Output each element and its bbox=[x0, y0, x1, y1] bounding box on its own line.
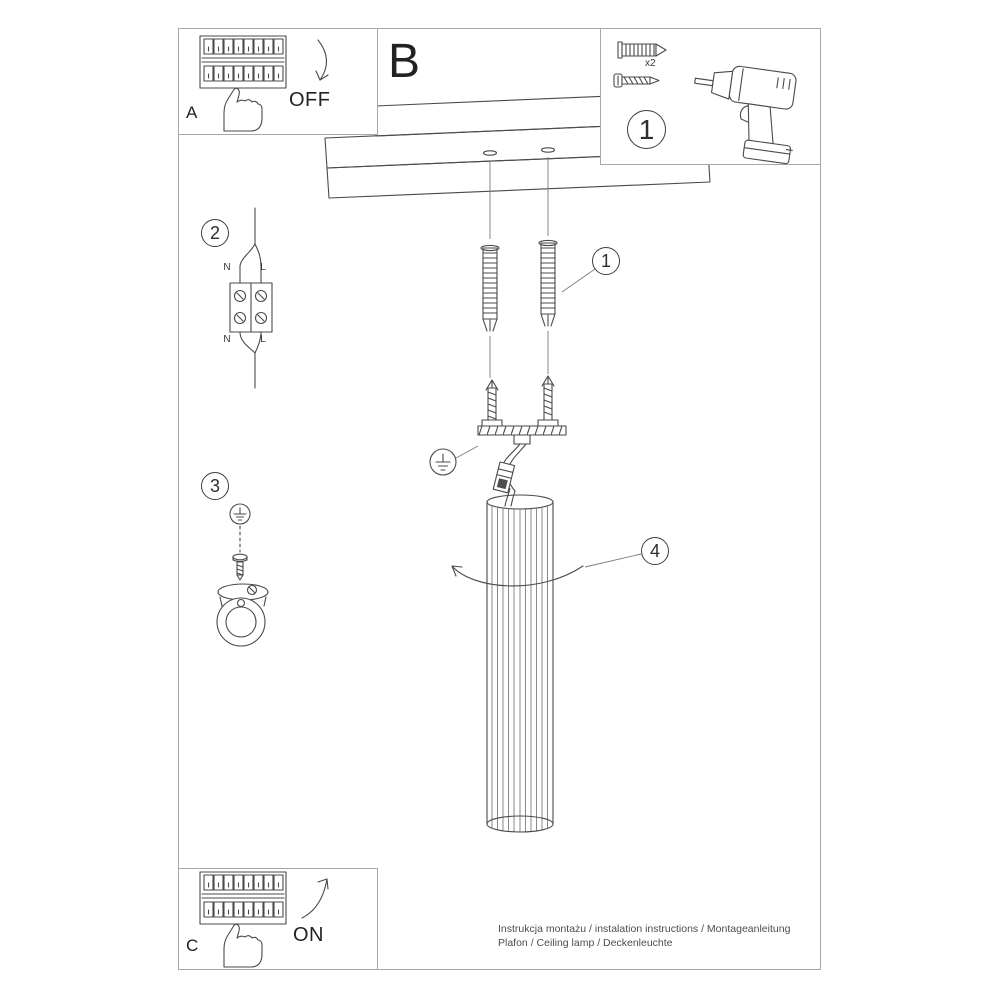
panel-tools-number-text: 1 bbox=[638, 113, 655, 145]
wire-connector bbox=[492, 443, 527, 507]
mounting-plate bbox=[477, 425, 567, 445]
callout-wiring-text: 2 bbox=[209, 222, 220, 243]
callout-anchors-text: 1 bbox=[600, 250, 611, 271]
switch-on-arrow-icon bbox=[301, 878, 329, 919]
pointing-hand-icon bbox=[223, 923, 263, 968]
rotate-shade-arrow-icon bbox=[451, 553, 642, 587]
anchor-callout-leader bbox=[561, 268, 596, 293]
section-b-label: B bbox=[388, 35, 421, 88]
footer-line2: Plafon / Ceiling lamp / Deckenleuchte bbox=[498, 937, 673, 949]
mounting-screw-icons bbox=[481, 375, 559, 427]
wiring-diagram-illustration bbox=[229, 207, 273, 389]
plug-quantity-label: x2 bbox=[645, 58, 656, 69]
panel-c-state-label: ON bbox=[293, 924, 324, 946]
lamp-shade bbox=[486, 494, 554, 833]
callout-anchors: 1 bbox=[592, 247, 620, 275]
screw-icon bbox=[613, 73, 660, 88]
panel-a-label: A bbox=[186, 103, 198, 122]
footer-line1: Instrukcja montażu / instalation instruc… bbox=[498, 923, 791, 935]
wire-label-l-bottom: L bbox=[260, 334, 266, 345]
pointing-hand-icon bbox=[223, 87, 263, 132]
ground-symbol-small-icon bbox=[229, 503, 251, 525]
fusebox-on-illustration bbox=[199, 871, 329, 968]
terminal-screws bbox=[233, 289, 268, 325]
fusebox-icon bbox=[199, 871, 287, 925]
fusebox-off-illustration bbox=[199, 35, 329, 132]
callout-ground: 3 bbox=[201, 472, 229, 500]
mounting-assembly-illustration bbox=[429, 157, 642, 833]
ground-screw-icon bbox=[232, 553, 248, 581]
ground-symbol-icon bbox=[429, 445, 479, 476]
mounting-ring bbox=[216, 583, 269, 647]
drill-hole-right bbox=[540, 147, 556, 153]
wall-plug-icon bbox=[617, 41, 667, 59]
callout-ground-text: 3 bbox=[209, 475, 220, 496]
footer-text: Instrukcja montażu / instalation instruc… bbox=[498, 922, 790, 950]
panel-c-label: C bbox=[186, 936, 199, 955]
wire-label-l-top: L bbox=[260, 262, 266, 273]
drill-hole-left bbox=[482, 150, 498, 156]
fusebox-icon bbox=[199, 35, 287, 89]
panel-a-state-label: OFF bbox=[289, 89, 331, 111]
wire-label-n-top: N bbox=[223, 262, 231, 273]
wall-anchor-icons bbox=[480, 239, 558, 332]
panel-tools-number: 1 bbox=[627, 110, 666, 149]
callout-shade: 4 bbox=[641, 537, 669, 565]
callout-wiring: 2 bbox=[201, 219, 229, 247]
switch-off-arrow-icon bbox=[315, 39, 329, 81]
wire-label-n-bottom: N bbox=[223, 334, 231, 345]
tools-illustration bbox=[613, 41, 797, 165]
callout-shade-text: 4 bbox=[649, 540, 660, 561]
drill-icon bbox=[694, 65, 797, 165]
ground-bracket-illustration bbox=[216, 503, 269, 647]
